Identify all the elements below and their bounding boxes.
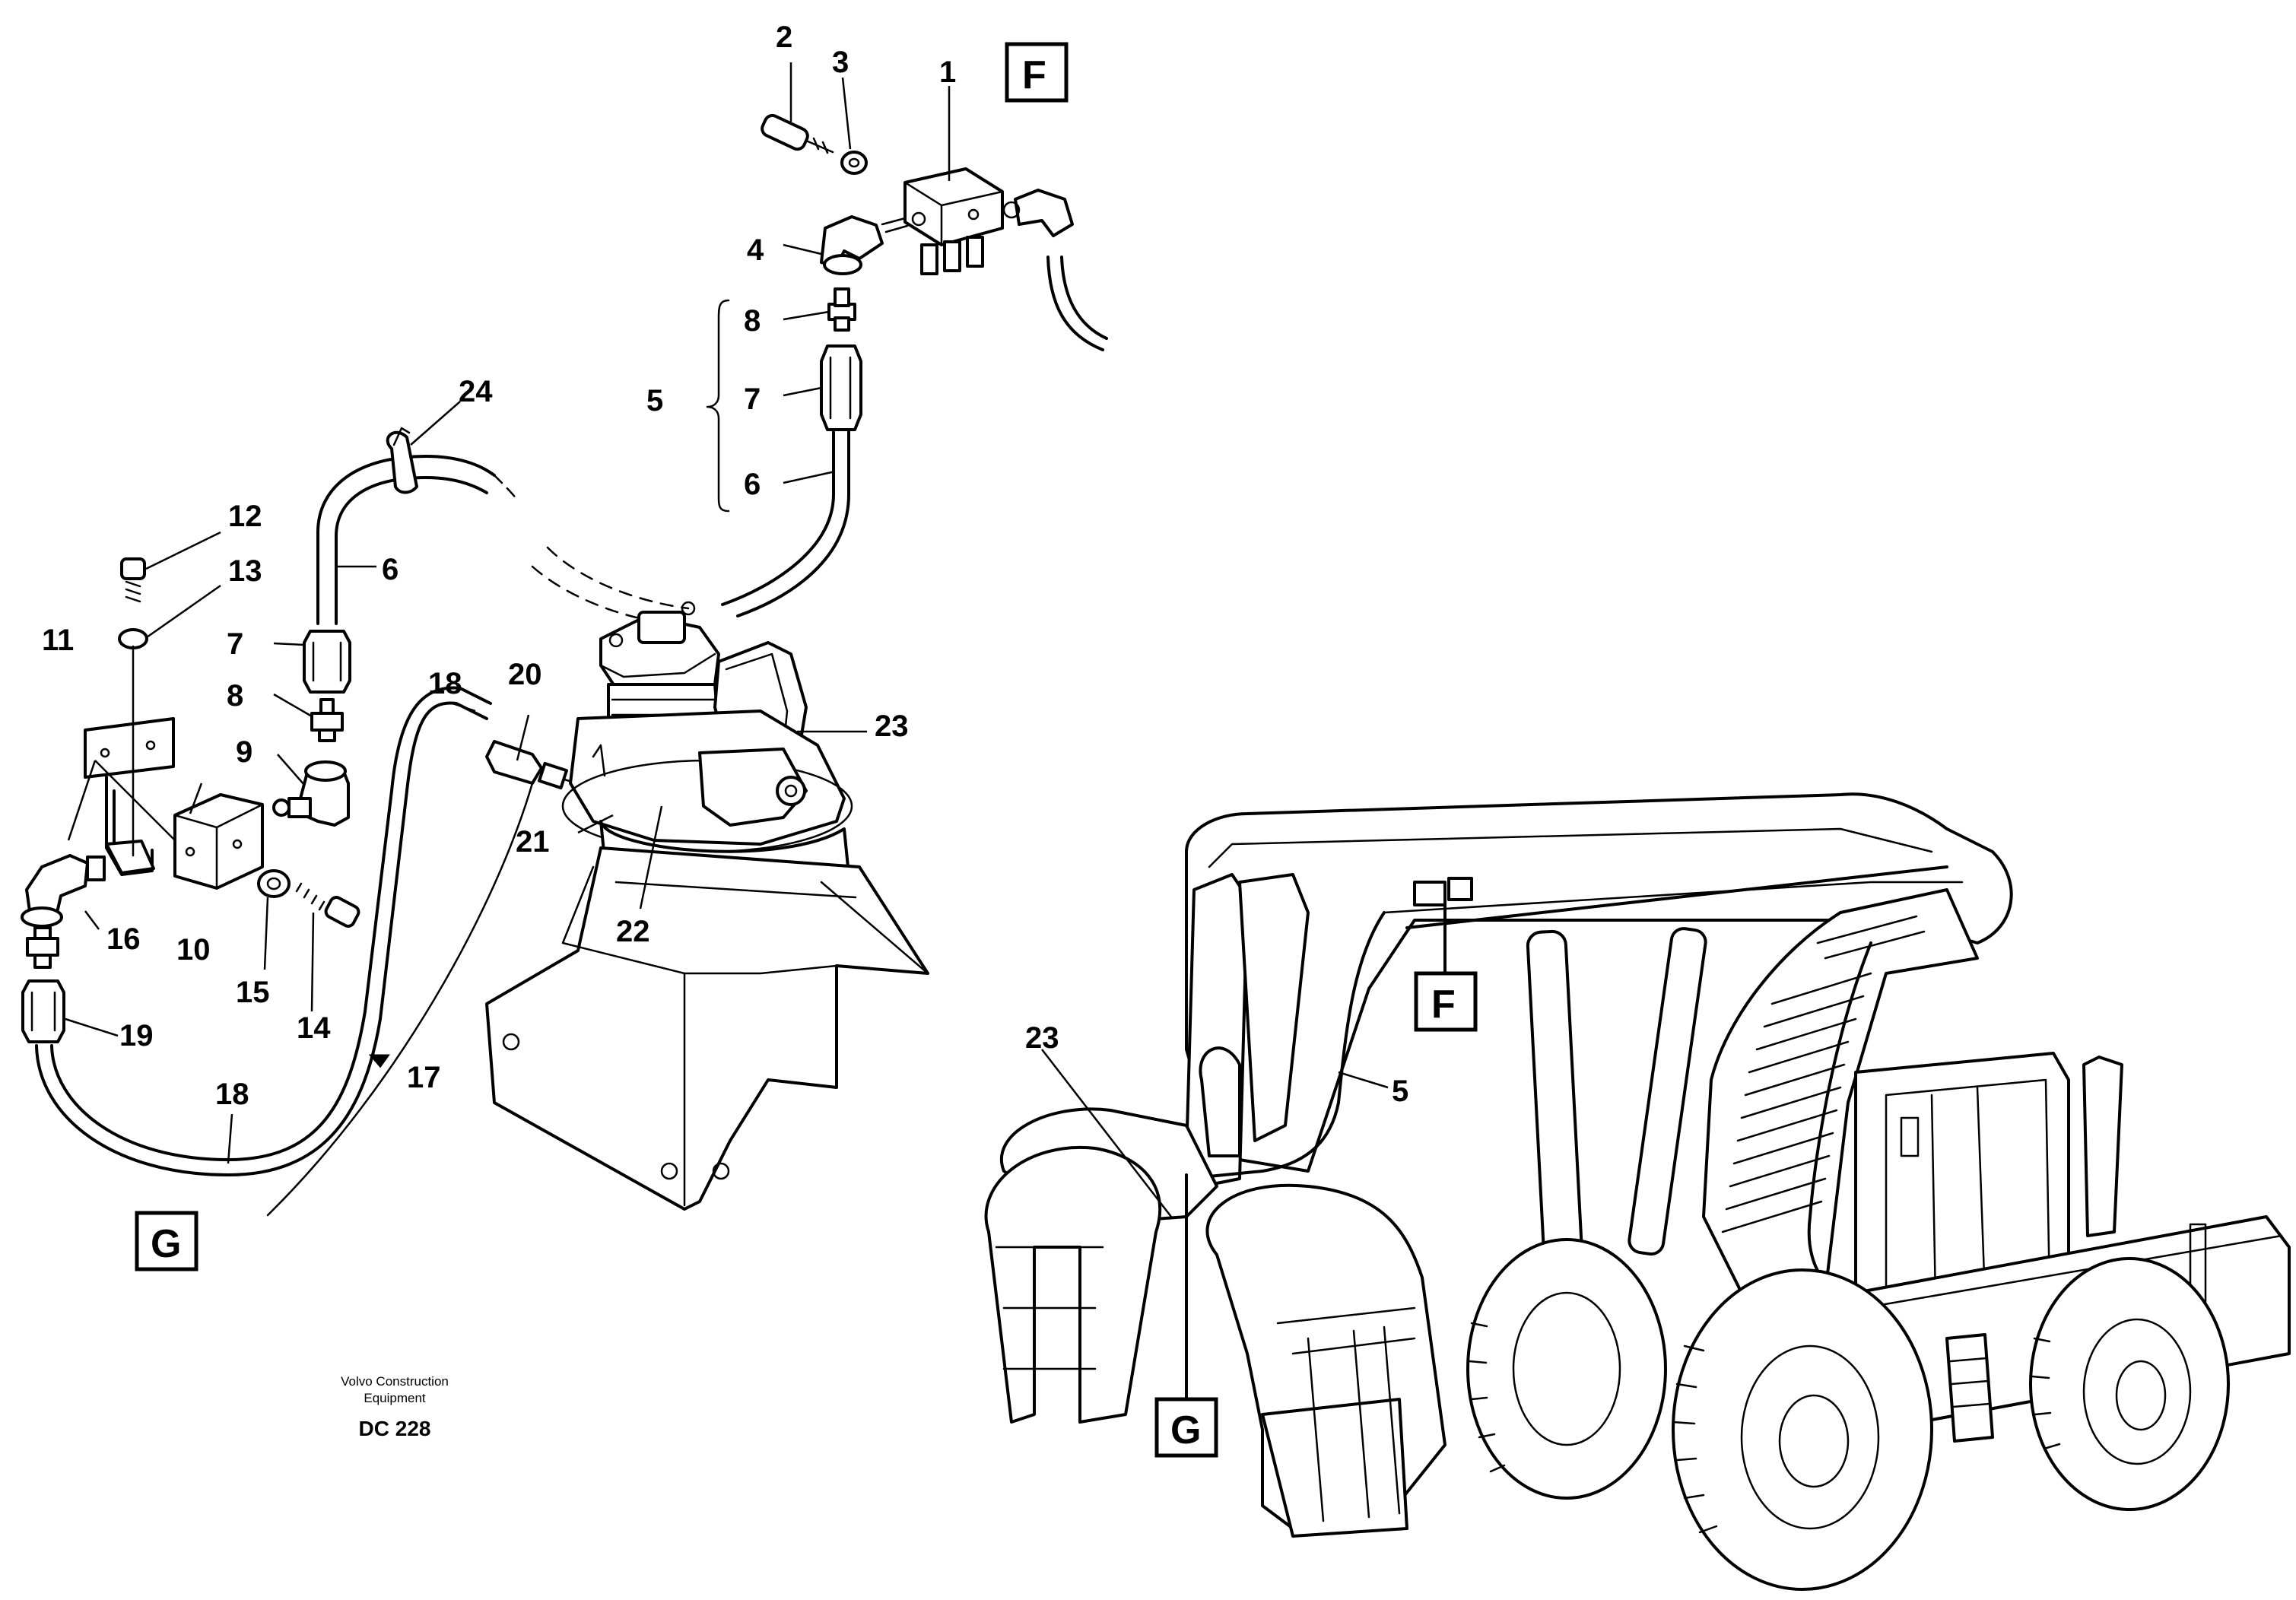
- publisher-line-2: Equipment: [364, 1391, 426, 1405]
- drawing-code: DC 228: [359, 1417, 431, 1440]
- callout-13: 13: [228, 554, 262, 588]
- elbow-right: [1002, 189, 1108, 351]
- callout-6-top: 6: [744, 468, 761, 501]
- callout-22: 22: [616, 915, 650, 948]
- detail-label-f-machine: F: [1431, 983, 1456, 1027]
- coupling-7-left: [303, 630, 351, 694]
- elbow-16: [21, 854, 106, 928]
- tyre-rear: [2029, 1257, 2230, 1511]
- nipple-16: [26, 926, 59, 969]
- detail-label-g-left: G: [151, 1222, 181, 1266]
- detail-label-g-machine: G: [1170, 1408, 1201, 1452]
- tyre-front-right: [1672, 1268, 1933, 1591]
- detail-f-assembly: [706, 113, 1108, 617]
- elbow-9: [272, 760, 350, 827]
- callout-18-bottom: 18: [215, 1078, 249, 1111]
- bracket-11: [84, 717, 183, 876]
- callout-2: 2: [776, 21, 792, 54]
- callout-23-top: 23: [875, 710, 909, 743]
- callout-7-left: 7: [227, 627, 243, 661]
- nipple-8-left: [310, 698, 344, 742]
- callout-17: 17: [407, 1061, 441, 1094]
- callout-5-machine: 5: [1392, 1075, 1408, 1108]
- callout-11: 11: [42, 624, 74, 657]
- screw-14: [295, 882, 360, 928]
- callout-19: 19: [119, 1019, 154, 1052]
- coupling-7-top: [820, 344, 862, 431]
- leader-lines: [65, 62, 951, 1164]
- callout-24: 24: [459, 375, 493, 408]
- hose-6-top: [721, 430, 835, 606]
- callout-8-top: 8: [744, 304, 761, 338]
- footer: Volvo Construction Equipment DC 228: [341, 1374, 449, 1440]
- callout-16: 16: [106, 922, 141, 956]
- callout-8-left: 8: [227, 679, 243, 713]
- tyre-front-left: [1466, 1238, 1667, 1500]
- detail-view-f-machine: F: [1414, 971, 1478, 1032]
- callout-7-top: 7: [744, 383, 761, 416]
- rotator-assembly: [485, 546, 929, 1211]
- callout-9: 9: [236, 735, 252, 769]
- callout-20: 20: [508, 658, 542, 691]
- nipple-8-top: [827, 287, 856, 332]
- callout-23-machine: 23: [1025, 1021, 1059, 1055]
- callout-1: 1: [939, 56, 956, 89]
- detail-view-g-machine: G: [1154, 1397, 1218, 1458]
- screw-12: [120, 557, 146, 603]
- publisher-line-1: Volvo Construction: [341, 1374, 449, 1389]
- valve-block-10: [173, 793, 264, 890]
- detail-g-assembly: [21, 427, 720, 1217]
- callout-14: 14: [297, 1011, 331, 1045]
- callouts: 1 2 3 4 5 8 7 6 24 12 13 6 11 7 8 9 18 2…: [42, 21, 1408, 1111]
- forwarder-machine: [984, 792, 2291, 1591]
- callout-5-brace: 5: [646, 384, 663, 417]
- washer-15: [257, 869, 291, 898]
- detail-view-g-left: G: [135, 1211, 198, 1271]
- brace-5: [706, 299, 730, 513]
- elbow-4: [820, 215, 909, 275]
- hose-clamp-24: [386, 427, 418, 494]
- distribution-block-1: [903, 167, 1004, 275]
- coupling-19: [21, 979, 65, 1043]
- boom-lattice: [1721, 915, 1926, 1233]
- marker-17: [368, 1054, 390, 1068]
- callout-12: 12: [228, 500, 262, 533]
- callout-15: 15: [236, 976, 270, 1009]
- detail-label-f-top: F: [1022, 53, 1046, 97]
- bolt-2: [761, 113, 834, 154]
- hose-18: [35, 701, 488, 1176]
- callout-18-top: 18: [428, 667, 462, 700]
- callout-10: 10: [176, 933, 211, 967]
- callout-21: 21: [516, 825, 550, 859]
- callout-4: 4: [747, 233, 764, 267]
- callout-6-left: 6: [382, 553, 399, 586]
- callout-3: 3: [832, 46, 849, 79]
- washer-3: [840, 151, 868, 175]
- washer-13: [118, 628, 148, 649]
- detail-view-f-top: F: [1005, 42, 1069, 103]
